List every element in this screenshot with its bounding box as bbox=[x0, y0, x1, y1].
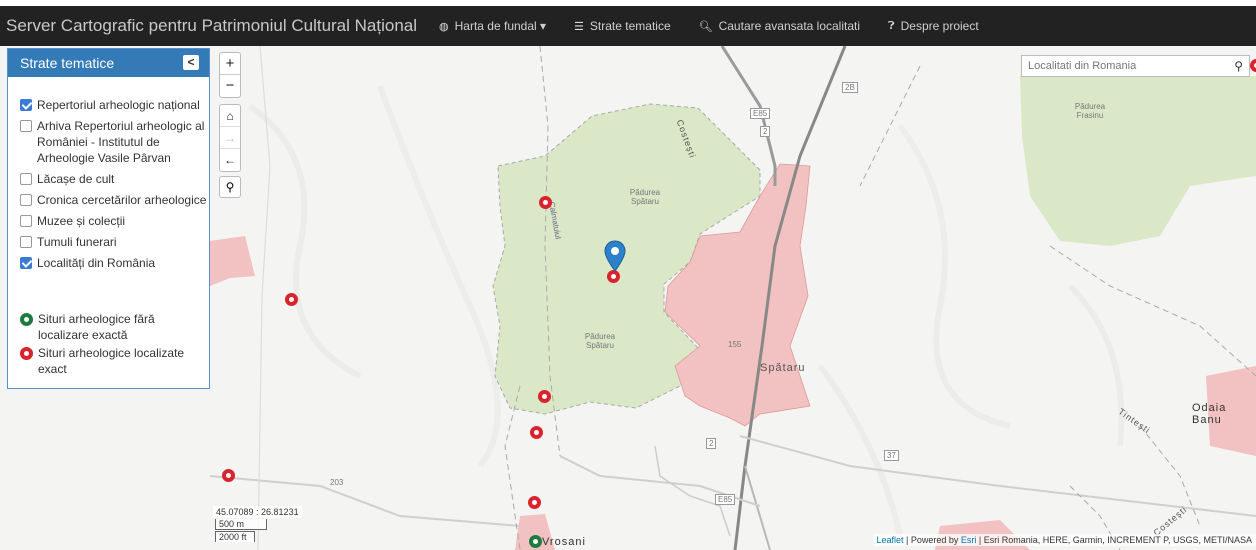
urban-area bbox=[664, 163, 811, 427]
forest-area-ne bbox=[1020, 76, 1256, 246]
layer-item[interactable]: Muzee și colecții bbox=[20, 213, 209, 229]
layer-item[interactable]: Lăcașe de cult bbox=[20, 171, 209, 187]
layer-item[interactable]: Localități din România bbox=[20, 255, 209, 271]
site-marker[interactable] bbox=[607, 270, 620, 283]
label-town-vrosani: Vrosani bbox=[542, 536, 586, 548]
layer-checkbox[interactable] bbox=[20, 236, 32, 248]
label-town-spataru: Spătaru bbox=[760, 362, 806, 374]
layer-item[interactable]: Repertoriul arheologic național bbox=[20, 97, 209, 113]
site-marker[interactable] bbox=[538, 390, 551, 403]
panel-title: Strate tematice bbox=[20, 55, 115, 71]
locality-search-input[interactable] bbox=[1022, 60, 1222, 72]
site-marker[interactable] bbox=[222, 469, 235, 482]
layer-label: Localități din România bbox=[37, 256, 156, 270]
nav-thematic-layers-label: Strate tematice bbox=[589, 19, 671, 33]
site-marker[interactable] bbox=[1250, 59, 1256, 72]
mouse-coordinates: 45.07089 : 26.81231 bbox=[213, 506, 302, 518]
label-forest-frasinu: Pădurea Frasinu bbox=[1074, 102, 1106, 120]
layer-label: Lăcașe de cult bbox=[37, 172, 115, 186]
panel-collapse-button[interactable]: < bbox=[183, 55, 199, 70]
back-button[interactable]: ← bbox=[220, 149, 240, 171]
layer-checkbox[interactable] bbox=[20, 215, 32, 227]
locality-search: ⚲ bbox=[1021, 55, 1250, 77]
layer-label: Repertoriul arheologic național bbox=[37, 98, 200, 112]
layer-label: Cronica cercetărilor arheologice bbox=[37, 193, 207, 207]
attribution: Leaflet | Powered by Esri | Esri Romania… bbox=[872, 534, 1256, 546]
layer-label: Tumuli funerari bbox=[37, 235, 117, 249]
layer-checkbox[interactable] bbox=[20, 120, 32, 132]
layer-checkbox[interactable] bbox=[20, 173, 32, 185]
legend-label: Situri arheologice fără localizare exact… bbox=[38, 312, 155, 342]
road-shield-e85-south: E85 bbox=[715, 494, 736, 505]
legend: Situri arheologice fără localizare exact… bbox=[20, 311, 200, 379]
scale-metric: 500 m bbox=[215, 519, 267, 530]
search-icon[interactable]: ⚲ bbox=[1234, 59, 1243, 73]
arrow-right-icon: → bbox=[224, 131, 236, 145]
label-town-odaia-banu: Odaia Banu bbox=[1192, 402, 1227, 426]
home-icon: ⌂ bbox=[226, 109, 234, 123]
label-forest-spataru-south: Pădurea Spătaru bbox=[584, 332, 616, 350]
nav-thematic-layers[interactable]: ☰ Strate tematice bbox=[574, 19, 671, 33]
navigation-control: ⌂ → ← bbox=[219, 104, 241, 172]
nav-about-label: Despre proiect bbox=[900, 19, 979, 33]
arrow-left-icon: ← bbox=[224, 153, 236, 167]
layer-list: Repertoriul arheologic național Arhiva R… bbox=[8, 77, 209, 271]
app-title[interactable]: Server Cartografic pentru Patrimoniul Cu… bbox=[6, 16, 418, 35]
nav-advanced-search[interactable]: 🔍︎ Cautare avansata localitati bbox=[699, 19, 860, 33]
locate-button[interactable]: ⚲ bbox=[219, 176, 241, 198]
road-shield-2-north: 2 bbox=[760, 126, 771, 137]
layer-label: Muzee și colecții bbox=[37, 214, 126, 228]
layer-item[interactable]: Tumuli funerari bbox=[20, 234, 209, 250]
green-site-icon bbox=[20, 313, 33, 326]
zoom-control: + − bbox=[219, 52, 241, 98]
zoom-in-button[interactable]: + bbox=[220, 53, 240, 75]
layer-item[interactable]: Cronica cercetărilor arheologice bbox=[20, 192, 209, 208]
legend-item: Situri arheologice fără localizare exact… bbox=[20, 311, 200, 343]
legend-label: Situri arheologice localizate exact bbox=[38, 346, 185, 376]
site-marker[interactable] bbox=[530, 426, 543, 439]
road-label-203: 203 bbox=[330, 478, 344, 487]
layer-item[interactable]: Arhiva Repertoriul arheologic al Românie… bbox=[20, 118, 209, 166]
attribution-sources: | Esri Romania, HERE, Garmin, INCREMENT … bbox=[976, 535, 1252, 545]
site-marker-approximate[interactable] bbox=[529, 535, 542, 548]
layer-checkbox[interactable] bbox=[20, 99, 32, 111]
site-marker[interactable] bbox=[528, 496, 541, 509]
legend-item: Situri arheologice localizate exact bbox=[20, 345, 200, 377]
layer-checkbox[interactable] bbox=[20, 194, 32, 206]
forward-button[interactable]: → bbox=[220, 127, 240, 149]
road-shield-37: 37 bbox=[884, 450, 899, 461]
site-marker[interactable] bbox=[539, 196, 552, 209]
nav-about[interactable]: ❓︎ Despre proiect bbox=[888, 19, 979, 33]
road-shield-2-south: 2 bbox=[706, 438, 717, 449]
layer-label: Arhiva Repertoriul arheologic al Românie… bbox=[37, 119, 205, 165]
map-marker-icon: ⚲ bbox=[225, 180, 235, 194]
panel-header: Strate tematice < bbox=[8, 49, 209, 77]
list-icon: ☰ bbox=[574, 20, 584, 33]
nav-basemap[interactable]: ◍ Harta de fundal ▾ bbox=[439, 19, 546, 33]
red-site-icon bbox=[20, 347, 33, 360]
label-forest-spataru-north: Pădurea Spătaru bbox=[629, 188, 661, 206]
site-marker[interactable] bbox=[285, 293, 298, 306]
road-label-155: 155 bbox=[728, 340, 742, 349]
question-circle-icon: ❓︎ bbox=[888, 19, 895, 32]
navbar: Server Cartografic pentru Patrimoniul Cu… bbox=[0, 6, 1256, 46]
location-pin-icon[interactable] bbox=[604, 240, 626, 272]
attribution-powered: | Powered by bbox=[903, 535, 961, 545]
thematic-layers-panel: Strate tematice < Repertoriul arheologic… bbox=[7, 48, 210, 389]
search-icon: 🔍︎ bbox=[698, 20, 713, 33]
scale-bar: 500 m 2000 ft bbox=[215, 519, 267, 543]
leaflet-link[interactable]: Leaflet bbox=[876, 535, 904, 545]
scale-imperial: 2000 ft bbox=[215, 531, 255, 542]
zoom-out-button[interactable]: − bbox=[225, 77, 235, 94]
road-shield-2b: 2B bbox=[842, 82, 858, 93]
nav-advanced-search-label: Cautare avansata localitati bbox=[718, 19, 861, 33]
esri-link[interactable]: Esri bbox=[960, 535, 977, 545]
home-button[interactable]: ⌂ bbox=[220, 105, 240, 127]
layer-checkbox[interactable] bbox=[20, 257, 32, 269]
globe-icon: ◍ bbox=[439, 20, 449, 33]
road-shield-e85-north: E85 bbox=[750, 108, 771, 119]
nav-basemap-label: Harta de fundal ▾ bbox=[454, 19, 547, 33]
